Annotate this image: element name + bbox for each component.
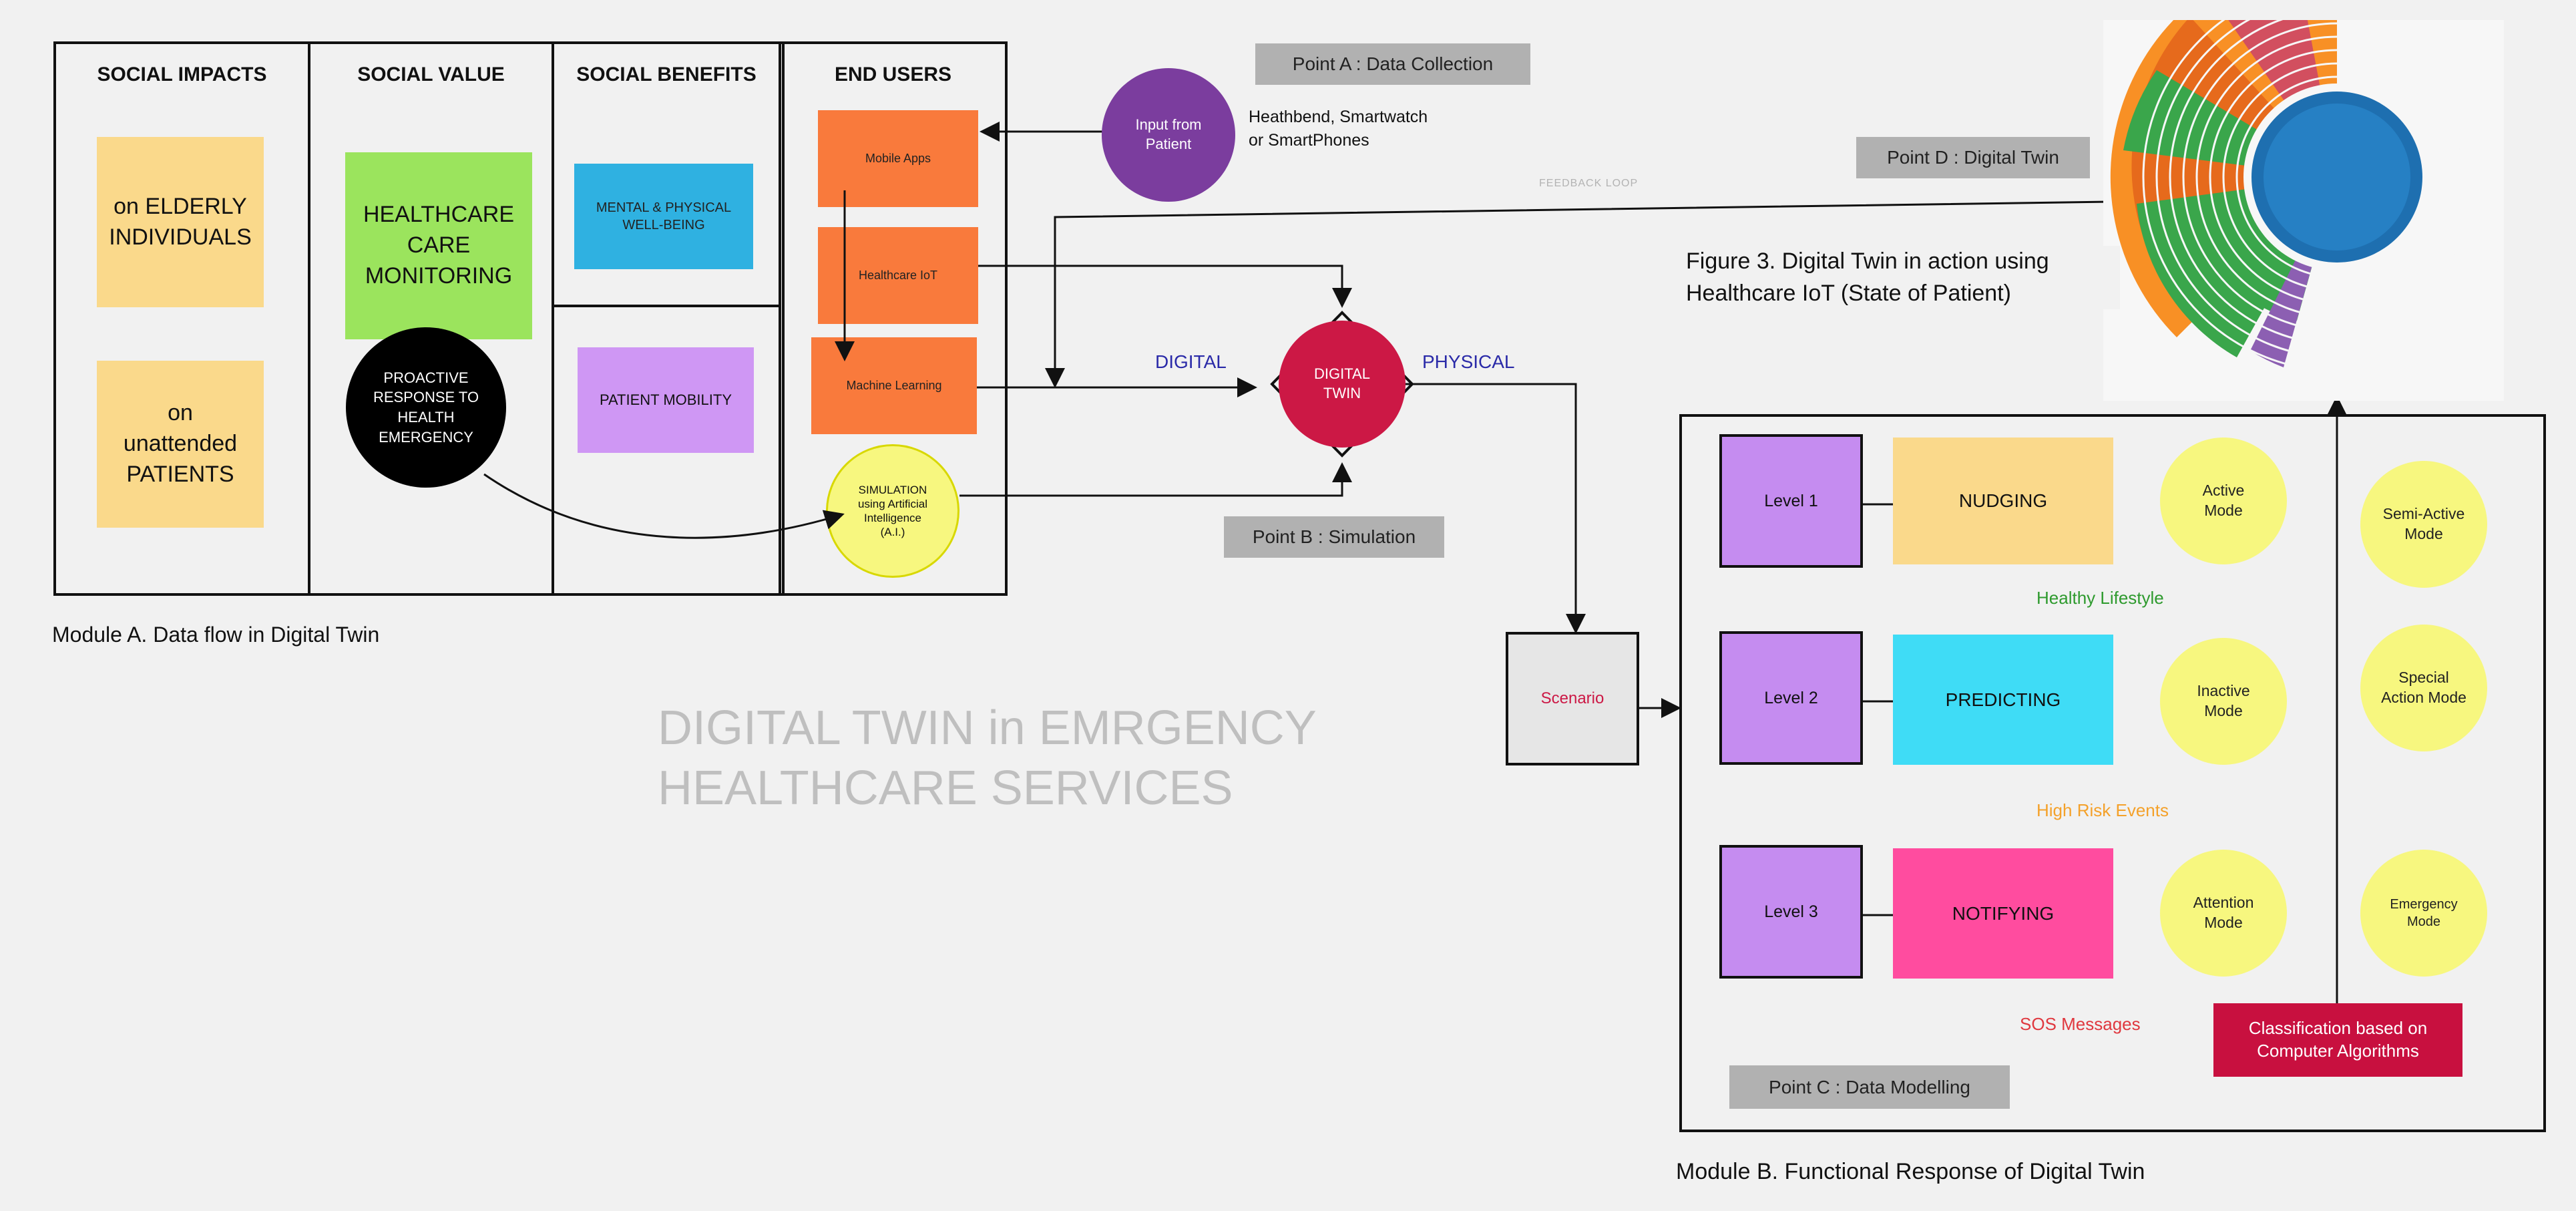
module-b-caption: Module B. Functional Response of Digital…	[1676, 1159, 2145, 1184]
value-proactive-circle: PROACTIVE RESPONSE TO HEALTH EMERGENCY	[346, 327, 506, 488]
input-from-patient-node: Input from Patient	[1102, 68, 1235, 202]
point-d-tag: Point D : Digital Twin	[1856, 137, 2090, 178]
heading-social-benefits: SOCIAL BENEFITS	[576, 63, 757, 85]
mode-attention: Attention Mode	[2160, 850, 2287, 977]
patient-state-sunburst	[2110, 20, 2504, 372]
benefit-mobility-note: PATIENT MOBILITY	[578, 347, 754, 453]
scenario-box: Scenario	[1506, 632, 1639, 765]
point-c-tag: Point C : Data Modelling	[1729, 1065, 2010, 1109]
high-risk-events-label: High Risk Events	[2036, 800, 2169, 820]
module-a-caption: Module A. Data flow in Digital Twin	[52, 623, 380, 647]
mode-active: Active Mode	[2160, 438, 2287, 564]
mode-special-action: Special Action Mode	[2360, 625, 2487, 751]
end-users-frame	[779, 41, 1008, 596]
point-a-tag: Point A : Data Collection	[1255, 43, 1530, 85]
digital-label: DIGITAL	[1155, 351, 1227, 372]
module-a-frame	[53, 41, 785, 596]
heading-social-impacts: SOCIAL IMPACTS	[97, 63, 267, 85]
benefit-wellbeing-note: MENTAL & PHYSICAL WELL-BEING	[574, 164, 753, 269]
benefits-divider	[552, 305, 779, 307]
level-2-box: Level 2	[1719, 631, 1863, 765]
module-b-frame	[1679, 414, 2546, 1132]
physical-label: PHYSICAL	[1422, 351, 1515, 372]
mode-inactive: Inactive Mode	[2160, 638, 2287, 765]
mode-emergency: Emergency Mode	[2360, 850, 2487, 977]
impact-patients-note: on unattended PATIENTS	[97, 361, 264, 528]
level-1-box: Level 1	[1719, 434, 1863, 568]
classification-box: Classification based on Computer Algorit…	[2213, 1003, 2462, 1077]
level-3-box: Level 3	[1719, 845, 1863, 979]
column-divider-1	[308, 41, 310, 596]
heading-end-users: END USERS	[834, 63, 952, 85]
sos-messages-label: SOS Messages	[2020, 1014, 2141, 1034]
feedback-loop-label: FEEDBACK LOOP	[1539, 178, 1639, 189]
figure-3-caption: Figure 3. Digital Twin in action using H…	[1686, 246, 2120, 310]
simulation-circle: SIMULATION using Artificial Intelligence…	[826, 444, 959, 578]
healthy-lifestyle-label: Healthy Lifestyle	[2036, 588, 2164, 608]
value-monitoring-note: HEALTHCARE CARE MONITORING	[345, 152, 532, 339]
digital-twin-node: DIGITAL TWIN	[1279, 321, 1406, 448]
mode-semi-active: Semi-Active Mode	[2360, 461, 2487, 588]
impact-elderly-note: on ELDERLY INDIVIDUALS	[97, 137, 264, 307]
heading-social-value: SOCIAL VALUE	[357, 63, 505, 85]
main-title: DIGITAL TWIN in EMRGENCY HEALTHCARE SERV…	[658, 701, 1316, 815]
column-divider-2	[552, 41, 554, 596]
predicting-box: PREDICTING	[1893, 635, 2113, 765]
point-b-tag: Point B : Simulation	[1224, 516, 1444, 558]
devices-label: Heathbend, Smartwatch or SmartPhones	[1249, 108, 1428, 150]
nudging-box: NUDGING	[1893, 438, 2113, 564]
notifying-box: NOTIFYING	[1893, 848, 2113, 979]
